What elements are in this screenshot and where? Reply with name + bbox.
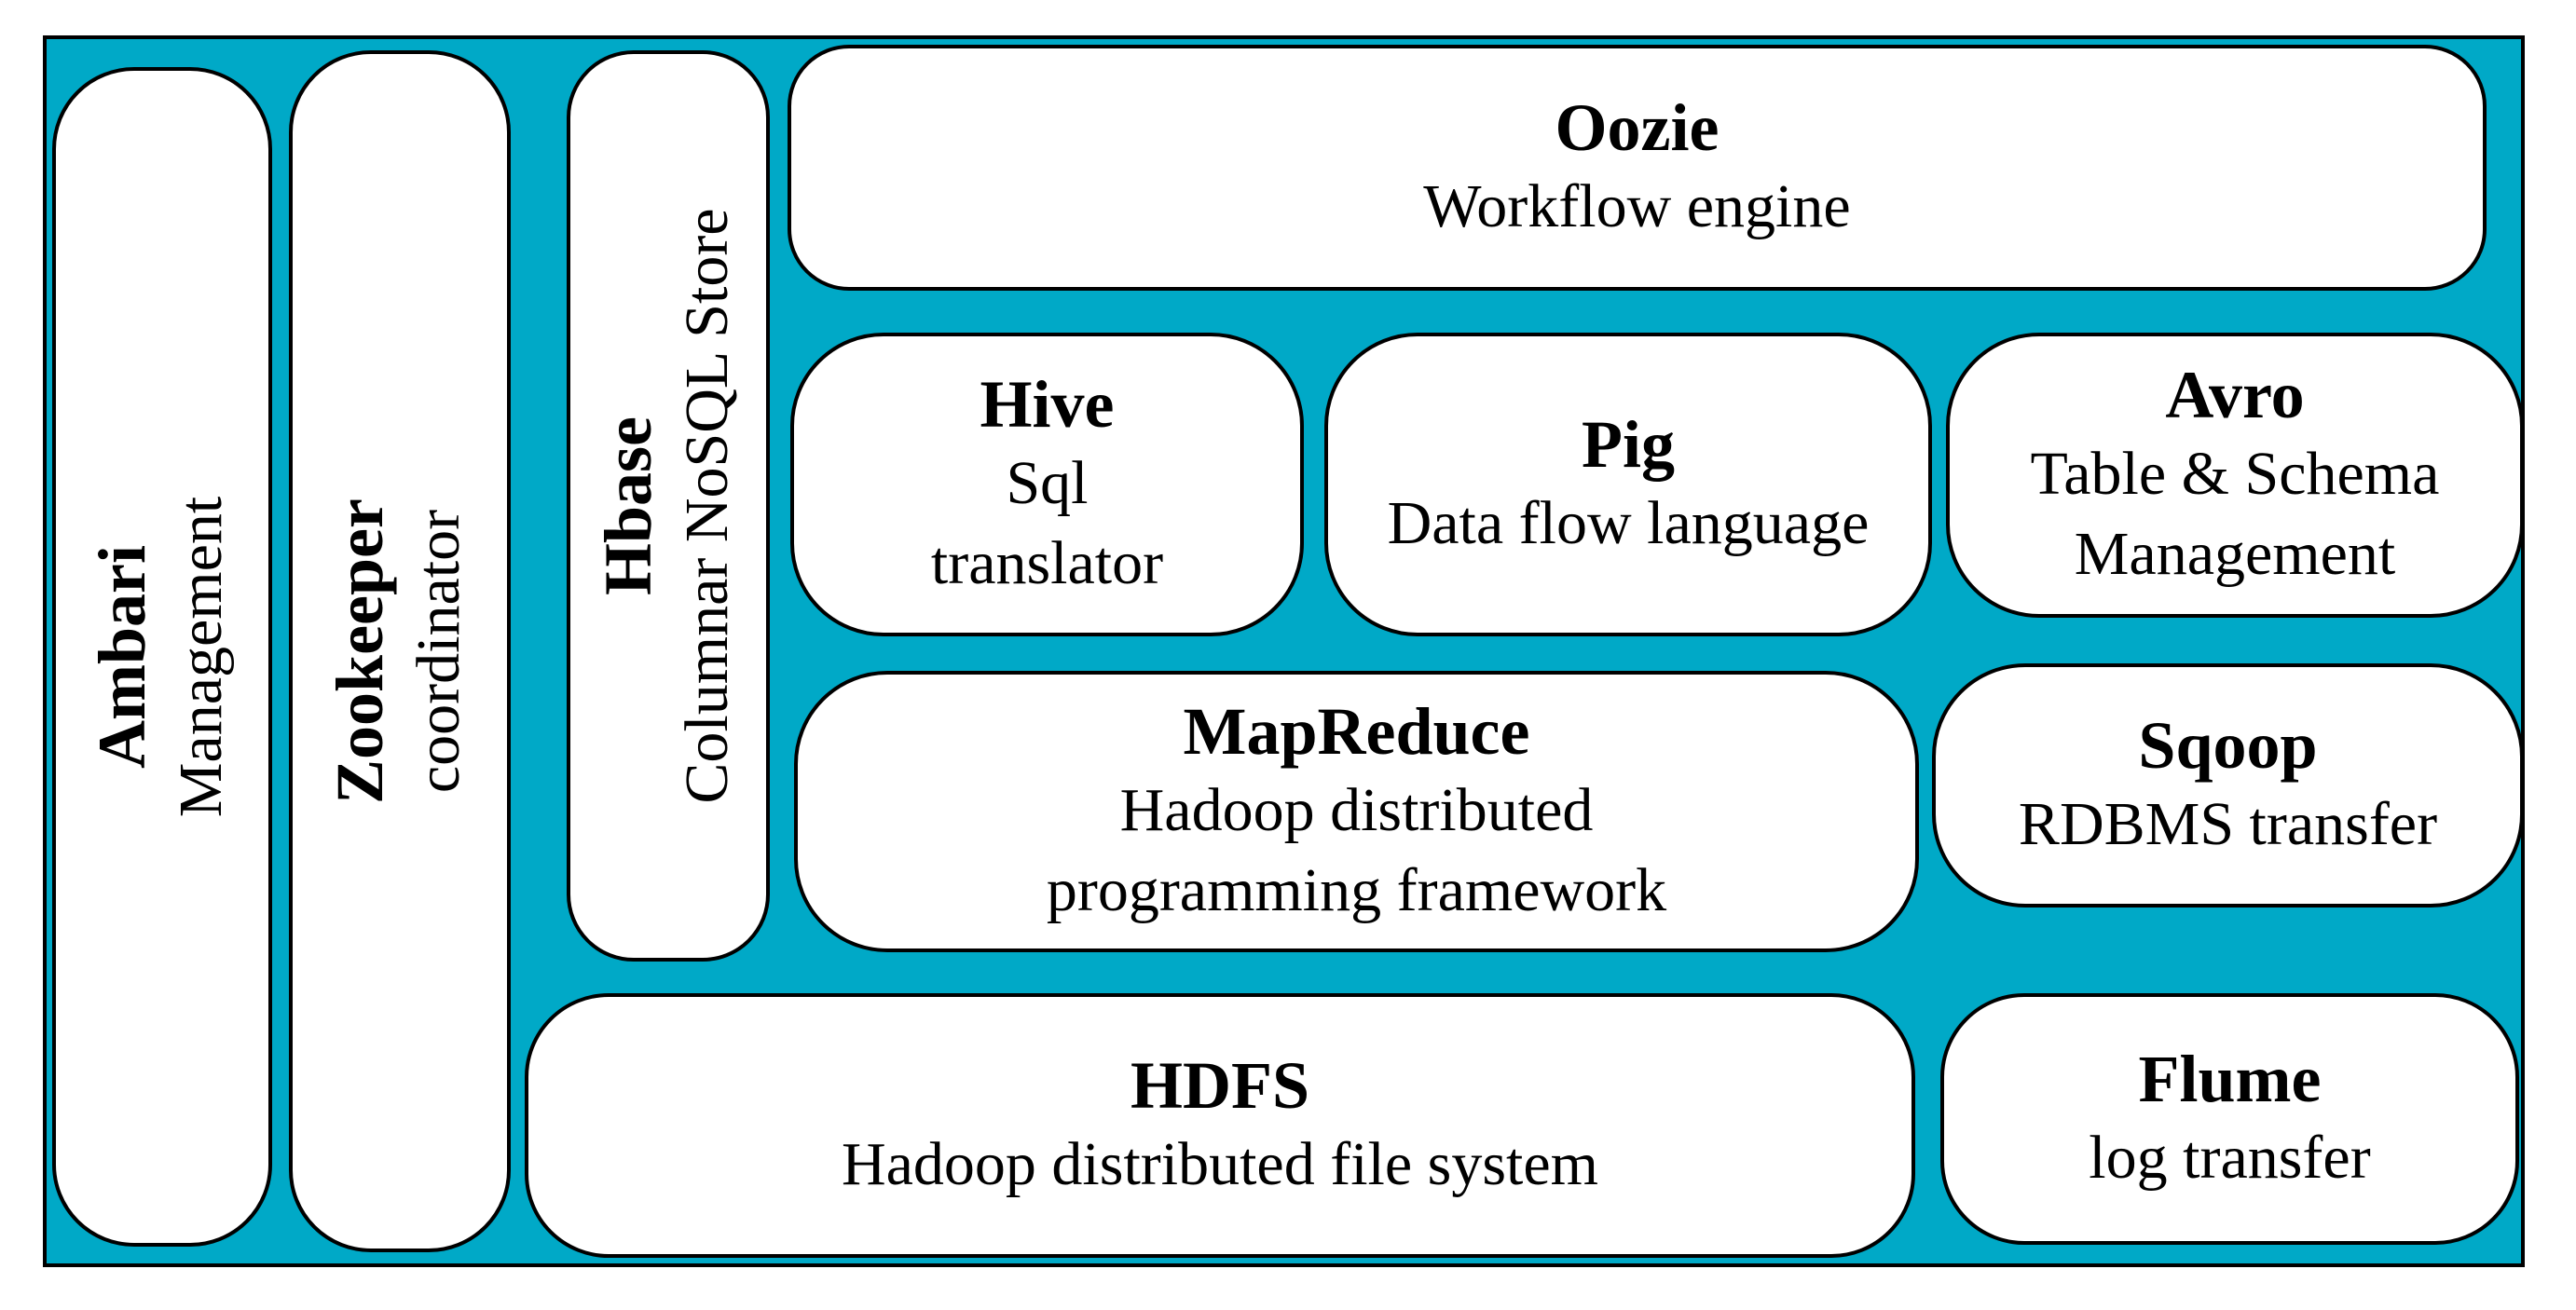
flume-desc: log transfer (2089, 1124, 2371, 1192)
avro-title: Avro (2165, 358, 2305, 432)
flume-box: Flume log transfer (1940, 993, 2519, 1245)
hbase-title: Hbase (591, 416, 665, 596)
sqoop-desc: RDBMS transfer (2018, 790, 2438, 858)
hbase-desc: Columnar NoSQL Store (673, 208, 741, 804)
ambari-box: Ambari Management (52, 67, 272, 1247)
oozie-title: Oozie (1555, 90, 1720, 165)
zookeeper-desc: coordinator (404, 509, 473, 794)
oozie-desc: Workflow engine (1423, 172, 1851, 240)
pig-title: Pig (1582, 407, 1675, 482)
flume-title: Flume (2138, 1042, 2322, 1116)
hive-desc: Sql translator (930, 449, 1164, 597)
ambari-desc: Management (167, 496, 235, 818)
hive-title: Hive (980, 367, 1115, 442)
mapreduce-desc: Hadoop distributed programming framework (1046, 776, 1667, 924)
mapreduce-title: MapReduce (1183, 694, 1530, 769)
pig-desc: Data flow language (1387, 489, 1870, 557)
zookeeper-box: Zookeeper coordinator (289, 50, 511, 1252)
oozie-box: Oozie Workflow engine (788, 45, 2487, 291)
avro-desc: Table & Schema Management (2030, 440, 2440, 588)
zookeeper-label: Zookeeper coordinator (321, 498, 479, 804)
hdfs-desc: Hadoop distributed file system (841, 1130, 1599, 1198)
ambari-label: Ambari Management (83, 497, 241, 818)
hdfs-box: HDFS Hadoop distributed file system (525, 993, 1915, 1258)
hbase-label: Hbase Columnar NoSQL Store (589, 208, 747, 803)
sqoop-box: Sqoop RDBMS transfer (1932, 663, 2524, 907)
pig-box: Pig Data flow language (1324, 333, 1932, 636)
ambari-title: Ambari (85, 545, 159, 769)
zookeeper-title: Zookeeper (322, 498, 397, 804)
mapreduce-box: MapReduce Hadoop distributed programming… (794, 671, 1919, 952)
hbase-box: Hbase Columnar NoSQL Store (567, 50, 770, 962)
hive-box: Hive Sql translator (790, 333, 1304, 636)
hdfs-title: HDFS (1130, 1048, 1310, 1123)
sqoop-title: Sqoop (2138, 708, 2318, 783)
avro-box: Avro Table & Schema Management (1946, 333, 2524, 618)
